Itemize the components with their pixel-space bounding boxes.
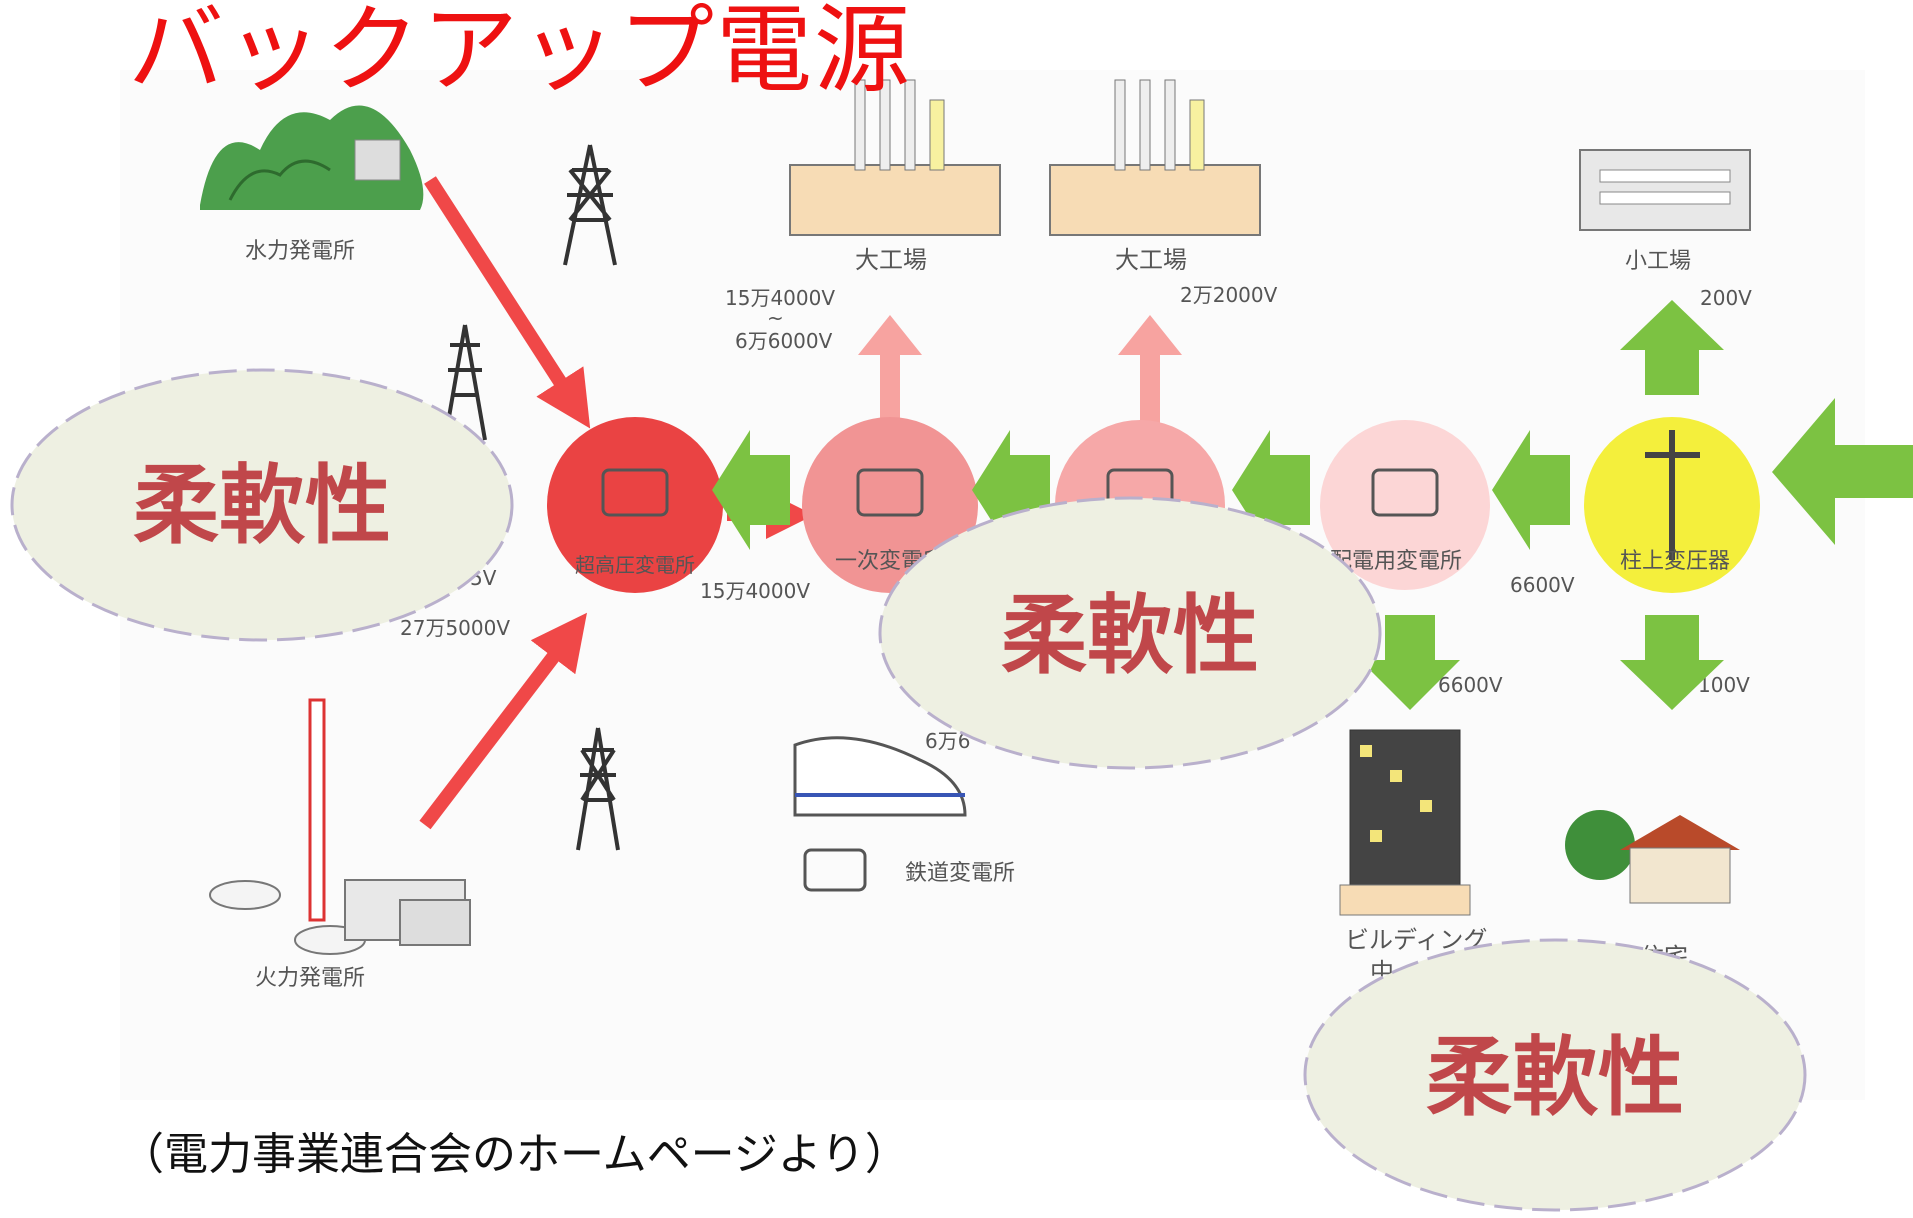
large-factory-icon bbox=[789, 79, 1001, 236]
tower-icon bbox=[443, 324, 487, 441]
ultra-high-substation-icon bbox=[547, 417, 723, 593]
utility-pole-icon bbox=[1645, 430, 1700, 560]
tower-icon bbox=[576, 727, 620, 851]
voltage-154000: 15万4000V bbox=[700, 579, 810, 603]
voltage-154000-top: 15万4000V bbox=[725, 286, 835, 310]
tower-icon bbox=[563, 144, 617, 266]
voltage-66000: 6万6000V bbox=[735, 329, 833, 353]
large-factory-icon bbox=[1049, 79, 1261, 236]
voltage-6600-a: 6600V bbox=[1510, 573, 1575, 597]
transformer-icon bbox=[601, 468, 1439, 517]
flexibility-callout: 柔軟性 bbox=[878, 496, 1382, 770]
large-factory-label-1: 大工場 bbox=[855, 246, 927, 274]
ultra-high-substation-label: 超高圧変電所 bbox=[575, 553, 695, 577]
railway-transformer-icon bbox=[803, 848, 867, 892]
page-title: バックアップ電源 bbox=[128, 0, 912, 106]
green-arrow-down bbox=[1620, 615, 1724, 710]
green-arrow-left bbox=[1492, 430, 1570, 550]
green-arrow-left-large bbox=[1772, 398, 1913, 545]
hydro-plant-label: 水力発電所 bbox=[245, 239, 355, 264]
flexibility-callout: 柔軟性 bbox=[1303, 938, 1807, 1212]
flexibility-label-3: 柔軟性 bbox=[1426, 1028, 1684, 1128]
building-label: ビルディング bbox=[1345, 926, 1487, 954]
pole-transformer-label: 柱上変圧器 bbox=[1620, 549, 1730, 574]
factory-1-arrow bbox=[858, 315, 922, 445]
building-icon bbox=[1339, 729, 1471, 916]
house-icon bbox=[1565, 810, 1740, 904]
train-icon bbox=[793, 736, 967, 817]
voltage-tilde: ~ bbox=[767, 306, 784, 330]
distribution-substation-icon bbox=[1320, 420, 1490, 590]
large-factory-label-2: 大工場 bbox=[1115, 246, 1187, 274]
factory-2-arrow bbox=[1118, 315, 1182, 445]
voltage-6600-b: 6600V bbox=[1438, 673, 1503, 697]
voltage-22000: 2万2000V bbox=[1180, 283, 1278, 307]
flexibility-label-1: 柔軟性 bbox=[133, 456, 391, 556]
hydro-plant-icon bbox=[200, 105, 424, 210]
railway-substation-label: 鉄道変電所 bbox=[905, 861, 1015, 886]
voltage-200: 200V bbox=[1700, 286, 1752, 310]
thermal-plant-label: 火力発電所 bbox=[255, 966, 365, 991]
green-arrow-up bbox=[1620, 300, 1724, 395]
flexibility-label-2: 柔軟性 bbox=[1001, 586, 1259, 686]
voltage-100: 100V bbox=[1698, 673, 1750, 697]
green-arrow-down bbox=[1360, 615, 1460, 710]
green-arrow-left bbox=[712, 430, 790, 550]
thermal-feed-arrow bbox=[419, 612, 587, 830]
small-factory-label: 小工場 bbox=[1625, 249, 1691, 274]
source-caption: （電力事業連合会のホームページより） bbox=[120, 1129, 909, 1180]
hydro-feed-arrow bbox=[424, 176, 591, 429]
thermal-plant-icon bbox=[209, 698, 471, 955]
flexibility-callout: 柔軟性 bbox=[10, 368, 514, 642]
voltage-275000: 27万5000V bbox=[400, 616, 510, 640]
primary-substation-icon bbox=[802, 417, 978, 593]
small-factory-icon bbox=[1579, 149, 1751, 231]
